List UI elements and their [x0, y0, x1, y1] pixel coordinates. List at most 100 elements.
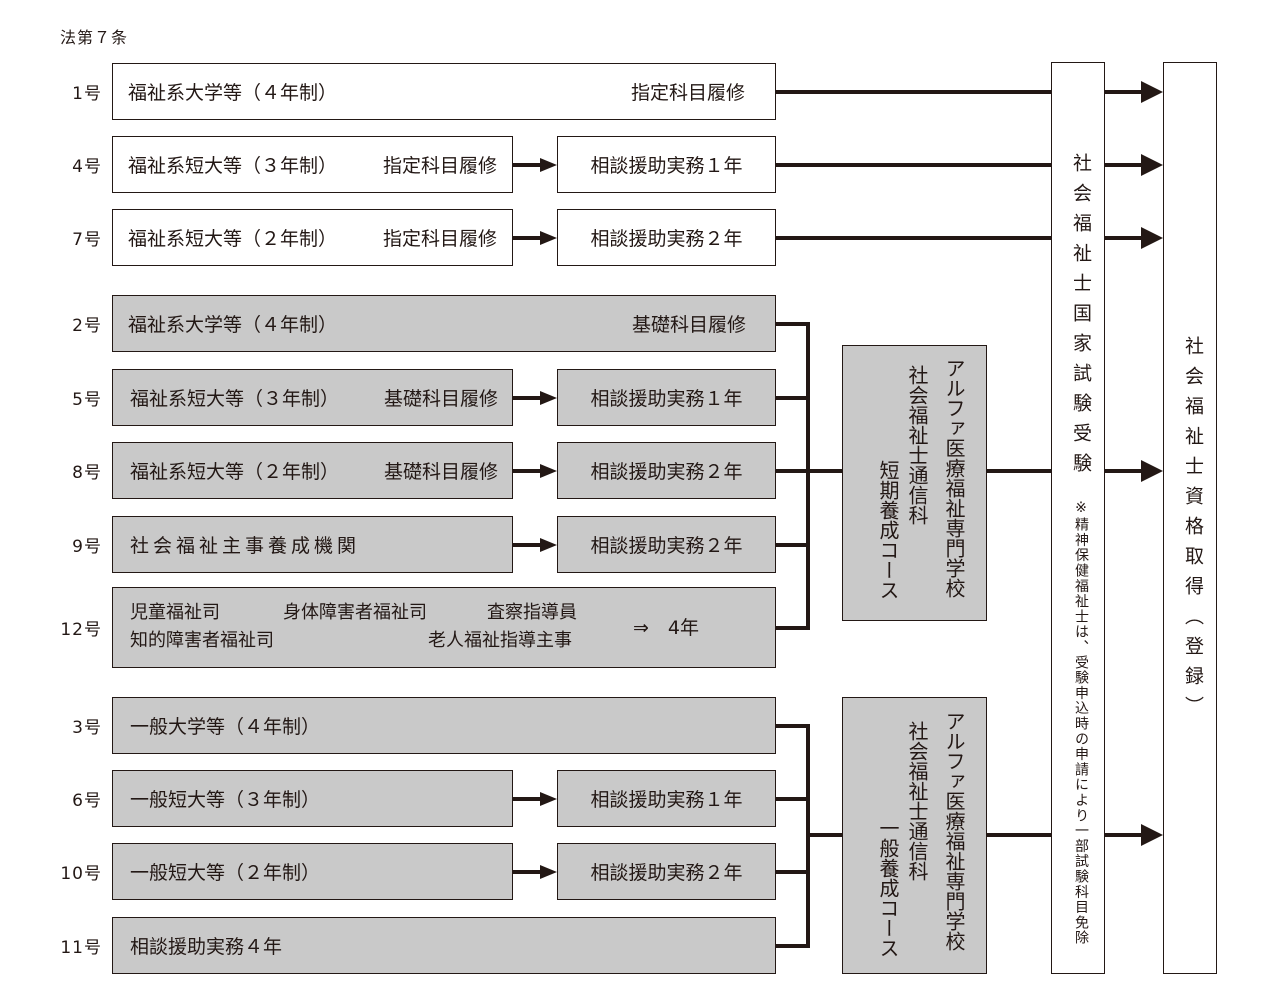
- practice-label: 相談援助実務２年: [590, 228, 743, 250]
- route-number: 7号: [72, 230, 102, 250]
- arrow-right-icon: [540, 391, 557, 405]
- connector-line: [776, 90, 1051, 94]
- school-label: 福祉系大学等（４年制）: [128, 314, 338, 336]
- route-number: 4号: [72, 157, 102, 177]
- route-number: 12号: [60, 620, 102, 640]
- arrow-right-icon: [1141, 227, 1163, 249]
- practice-box: 相談援助実務１年: [557, 136, 776, 193]
- practice-label: 相談援助実務１年: [590, 155, 743, 177]
- school-label: 一般短大等（３年制）: [130, 789, 321, 811]
- position-label: 老人福祉指導主事: [428, 630, 572, 651]
- article-heading: 法第７条: [60, 28, 129, 47]
- practice-box: 相談援助実務２年: [557, 442, 776, 499]
- practice-label: 相談援助実務２年: [590, 461, 743, 483]
- course-school-name: アルファ医療福祉専門学校: [942, 711, 966, 951]
- arrow-right-icon: [540, 158, 557, 172]
- short-course-box: [842, 345, 987, 621]
- course-label: 基礎科目履修: [383, 388, 498, 410]
- connector-line: [776, 944, 810, 948]
- connector-line: [513, 236, 542, 240]
- school-label: 福祉系大学等（４年制）: [128, 82, 338, 104]
- course-label: 指定科目履修: [382, 155, 497, 177]
- course-name: 一般養成コース: [876, 818, 900, 958]
- connector-line: [776, 724, 810, 728]
- connector-line: [776, 322, 810, 326]
- route-number: 6号: [72, 791, 102, 811]
- route-box-12: 児童福祉司 身体障害者福祉司 査察指導員 知的障害者福祉司 老人福祉指導主事 ⇒…: [112, 587, 776, 668]
- course-label: 基礎科目履修: [383, 461, 498, 483]
- route-number: 11号: [60, 938, 102, 958]
- qualification-title: 社会福祉士資格取得（登録）: [1182, 336, 1204, 726]
- course-label: 基礎科目履修: [631, 314, 746, 336]
- practice-label: 相談援助実務２年: [590, 535, 743, 557]
- connector-line: [1105, 163, 1143, 167]
- bracket-line: [806, 724, 810, 948]
- practice-label: 相談援助実務２年: [590, 862, 743, 884]
- connector-line: [776, 236, 1051, 240]
- connector-line: [776, 626, 810, 630]
- route-number: 5号: [72, 390, 102, 410]
- route-box-4: 福祉系短大等（３年制） 指定科目履修: [112, 136, 513, 193]
- practice-box: 相談援助実務１年: [557, 369, 776, 426]
- route-box-2: 福祉系大学等（４年制） 基礎科目履修: [112, 295, 776, 352]
- route-box-3: 一般大学等（４年制）: [112, 697, 776, 754]
- route-number: 2号: [72, 316, 102, 336]
- route-box-8: 福祉系短大等（２年制） 基礎科目履修: [112, 442, 513, 499]
- route-box-1: 福祉系大学等（４年制） 指定科目履修: [112, 63, 776, 120]
- route-box-11: 相談援助実務４年: [112, 917, 776, 974]
- connector-line: [513, 163, 542, 167]
- exam-note: ※精神保健福祉士は、受験申込時の申請により一部試験科目免除: [1073, 500, 1089, 946]
- connector-line: [513, 469, 542, 473]
- arrow-right-icon: [1141, 460, 1163, 482]
- connector-line: [776, 163, 1051, 167]
- national-exam-box: [1051, 62, 1105, 974]
- connector-line: [987, 833, 1051, 837]
- practice-label: 相談援助実務１年: [590, 388, 743, 410]
- arrow-right-icon: [1141, 154, 1163, 176]
- arrow-right-icon: [1141, 824, 1163, 846]
- exam-title: 社会福祉士国家試験受験: [1070, 153, 1092, 483]
- route-number: 9号: [72, 537, 102, 557]
- position-label: 身体障害者福祉司: [283, 602, 427, 623]
- school-label: 福祉系短大等（３年制）: [128, 155, 338, 177]
- school-label: 一般大学等（４年制）: [130, 716, 321, 738]
- course-label: 指定科目履修: [630, 82, 745, 104]
- arrow-right-icon: [540, 865, 557, 879]
- practice-box: 相談援助実務１年: [557, 770, 776, 827]
- practice-label: 相談援助実務１年: [590, 789, 743, 811]
- connector-line: [513, 870, 542, 874]
- connector-line: [776, 396, 810, 400]
- arrow-right-icon: [540, 231, 557, 245]
- school-label: 一般短大等（２年制）: [130, 862, 321, 884]
- school-label: 福祉系短大等（２年制）: [128, 228, 338, 250]
- route-box-9: 社会福祉主事養成機関: [112, 516, 513, 573]
- route-number: 1号: [72, 84, 102, 104]
- connector-line: [1105, 833, 1143, 837]
- arrow-right-icon: [540, 792, 557, 806]
- arrow-right-icon: [1141, 81, 1163, 103]
- route-number: 8号: [72, 463, 102, 483]
- bracket-line: [806, 322, 810, 630]
- route-box-10: 一般短大等（２年制）: [112, 843, 513, 900]
- connector-line: [513, 543, 542, 547]
- course-department: 社会福祉士通信科: [905, 365, 929, 525]
- position-label: 査察指導員: [487, 602, 577, 623]
- connector-line: [776, 797, 810, 801]
- route-box-7: 福祉系短大等（２年制） 指定科目履修: [112, 209, 513, 266]
- route-number: 10号: [60, 864, 102, 884]
- school-label: 福祉系短大等（２年制）: [130, 461, 340, 483]
- general-course-box: [842, 697, 987, 974]
- connector-line: [1105, 236, 1143, 240]
- connector-line: [1105, 469, 1143, 473]
- connector-line: [810, 833, 842, 837]
- position-label: 児童福祉司: [130, 602, 220, 623]
- practice-box: 相談援助実務２年: [557, 843, 776, 900]
- course-school-name: アルファ医療福祉専門学校: [942, 358, 966, 598]
- position-label: 知的障害者福祉司: [130, 630, 274, 651]
- route-number: 3号: [72, 718, 102, 738]
- route-box-6: 一般短大等（３年制）: [112, 770, 513, 827]
- route-box-5: 福祉系短大等（３年制） 基礎科目履修: [112, 369, 513, 426]
- school-label: 福祉系短大等（３年制）: [130, 388, 340, 410]
- course-department: 社会福祉士通信科: [905, 721, 929, 881]
- connector-line: [513, 396, 542, 400]
